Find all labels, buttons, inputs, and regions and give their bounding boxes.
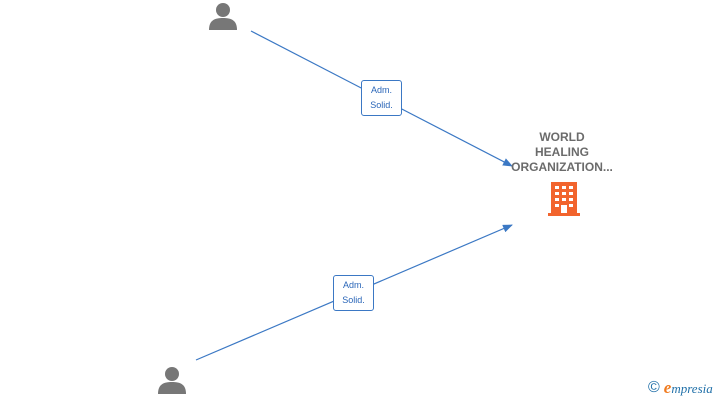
copyright-icon: ©: [648, 379, 660, 396]
company-name[interactable]: WORLD HEALING ORGANIZATION...: [500, 130, 624, 175]
edge-label-line: Solid.: [342, 295, 365, 305]
brand-logo: empresia: [664, 378, 713, 398]
edge-label-line: Adm.: [342, 280, 364, 290]
brand-name: mpresia: [671, 381, 713, 396]
edge-label-2[interactable]: Adm. Solid.: [333, 275, 374, 311]
company-name-line: ORGANIZATION...: [511, 160, 613, 174]
person-icon: [158, 367, 186, 394]
edge-label-line: Adm.: [370, 85, 392, 95]
edge-label-1[interactable]: Adm. Solid.: [361, 80, 402, 116]
person-node-1[interactable]: [208, 2, 238, 35]
edge-label-line: Solid.: [370, 100, 393, 110]
company-name-line: HEALING: [535, 145, 589, 159]
brand-initial: e: [663, 378, 672, 397]
person-node-2[interactable]: [157, 366, 187, 399]
company-name-line: WORLD: [539, 130, 585, 144]
building-icon: [548, 182, 580, 216]
person-icon: [209, 3, 237, 30]
brand-footer: © empresia: [648, 378, 713, 398]
company-node[interactable]: [548, 182, 580, 221]
